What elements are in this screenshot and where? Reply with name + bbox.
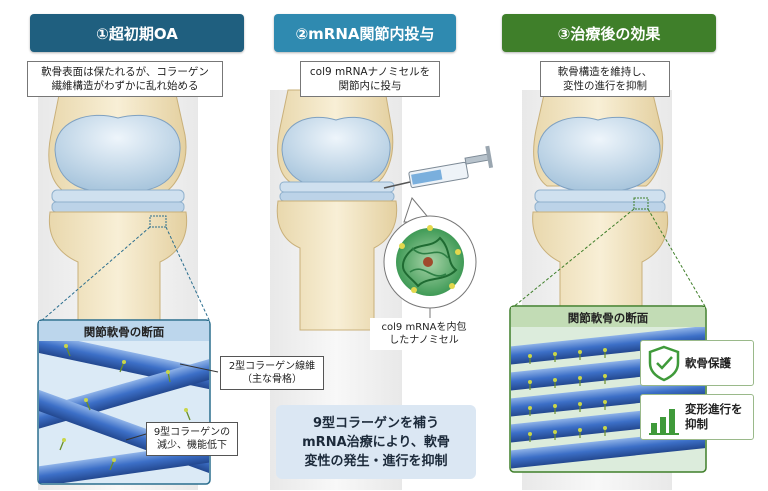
stage-3-description: 軟骨構造を維持し、 変性の進行を抑制: [540, 61, 670, 97]
zoom-line: [165, 226, 211, 323]
cartilage-cross-section-3: [509, 305, 707, 473]
stage-1-description: 軟骨表面は保たれるが、コラーゲン 繊維構造がわずかに乱れ始める: [27, 61, 223, 97]
cross-section-title-3: 関節軟骨の断面: [567, 311, 649, 325]
effect-progression-suppression: 変形進行を 抑制: [640, 394, 754, 440]
type-9-collagen-label: 9型コラーゲンの 減少、機能低下: [146, 422, 238, 456]
panel-header-stage-1: ①超初期OA: [30, 14, 244, 52]
type-2-collagen-label: 2型コラーゲン線維 （主な骨格）: [220, 356, 324, 390]
cartilage-cross-section-1: [37, 319, 211, 485]
panel-header-stage-2: ②mRNA関節内投与: [274, 14, 456, 52]
panel-header-stage-3: ③治療後の効果: [502, 14, 716, 52]
nanomicelle-illustration: [383, 196, 477, 309]
leader-line: [179, 363, 219, 373]
leader-line: [125, 433, 147, 441]
zoom-line: [511, 208, 635, 309]
nanomicelle-label: col9 mRNAを内包 したナノミセル: [370, 318, 478, 350]
shield-check-icon: [648, 345, 680, 382]
stage-2-description: col9 mRNAナノミセルを 関節内に投与: [300, 61, 440, 97]
bar-chart-icon: [649, 409, 679, 435]
treatment-summary: 9型コラーゲンを補う mRNA治療により、軟骨 変性の発生・進行を抑制: [276, 405, 476, 479]
cross-section-title-1: 関節軟骨の断面: [83, 325, 165, 339]
zoom-line: [39, 226, 151, 323]
effect-cartilage-protection: 軟骨保護: [640, 340, 754, 386]
effect-label: 変形進行を 抑制: [685, 402, 743, 431]
syringe-icon: [383, 145, 494, 189]
zoom-line: [647, 208, 707, 309]
effect-label: 軟骨保護: [685, 355, 731, 370]
